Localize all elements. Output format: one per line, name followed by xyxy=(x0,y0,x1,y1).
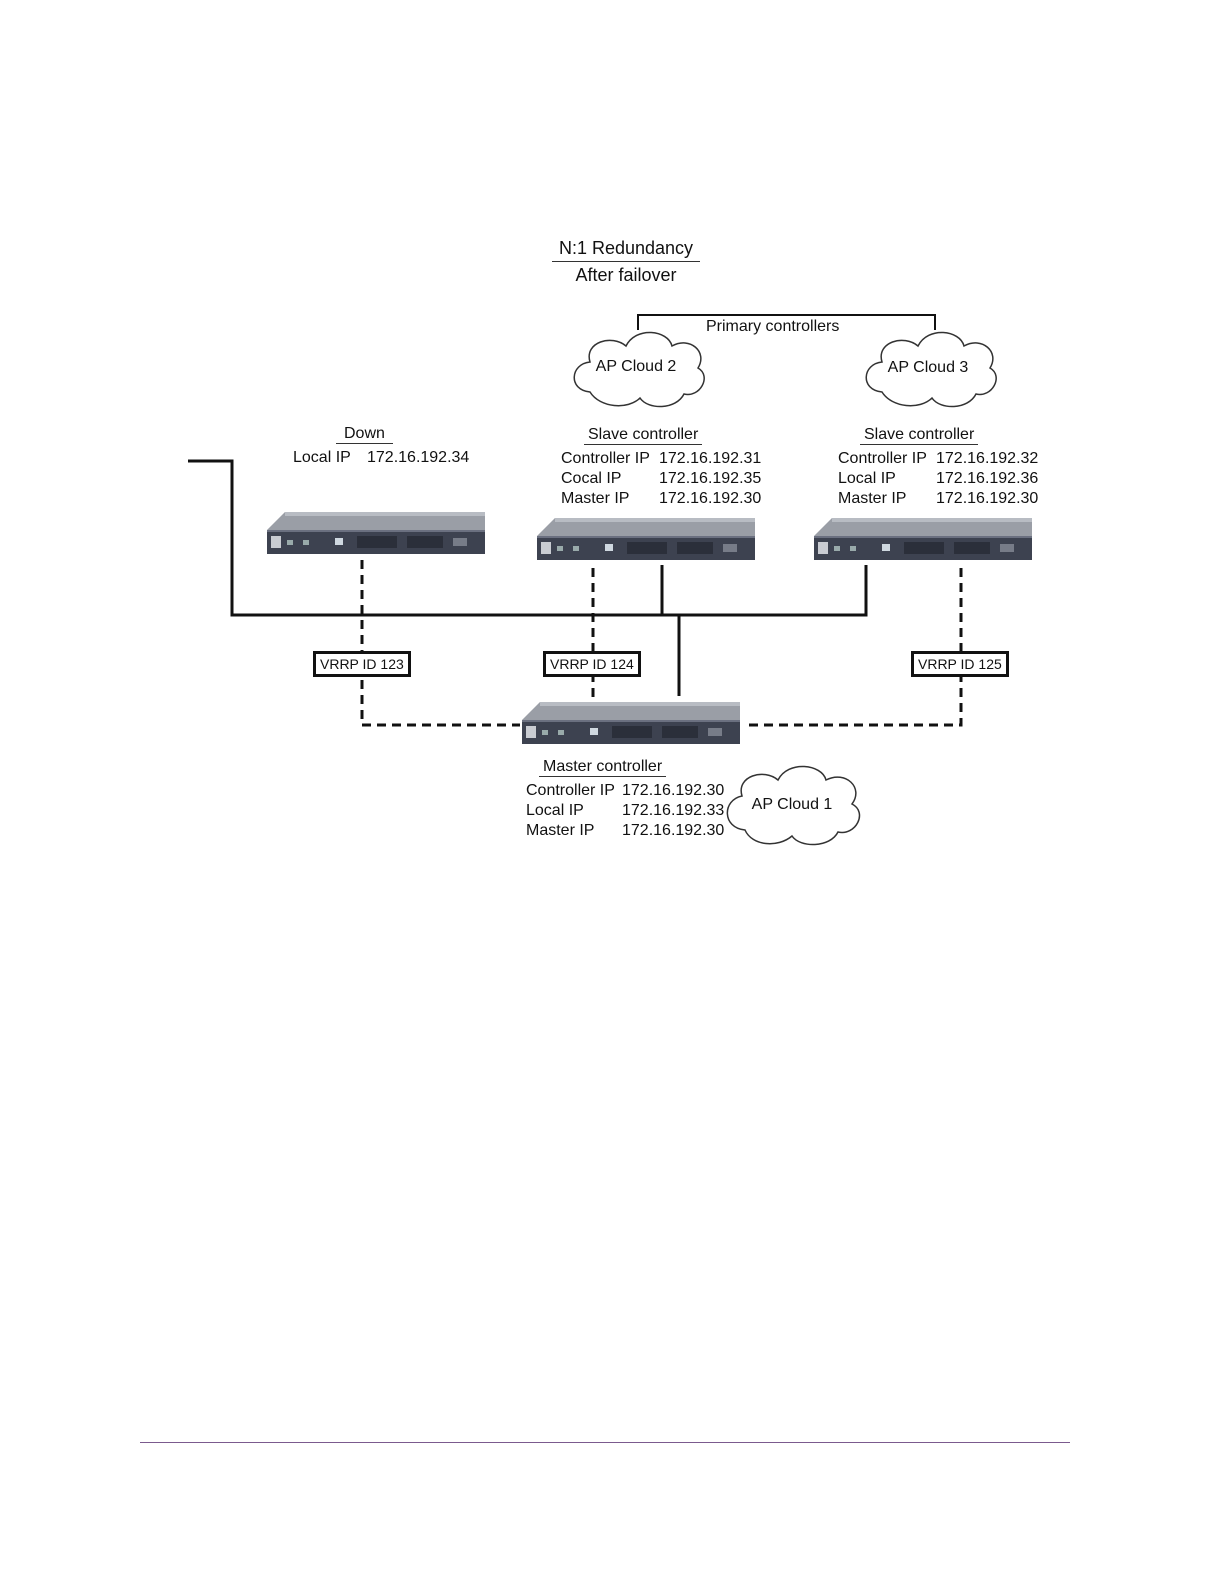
slave1-master-ip-value: 172.16.192.30 xyxy=(659,490,762,507)
slave2-controller-ip-label: Controller IP xyxy=(838,450,927,467)
slave1-controller-ip-value: 172.16.192.31 xyxy=(659,450,762,467)
slave-controller-1-info: Controller IP 172.16.192.31 Cocal IP 172.1… xyxy=(561,449,771,509)
primary-controllers-bracket xyxy=(637,314,936,330)
vrrp-link-125 xyxy=(745,568,963,727)
master-controller-ip-value: 172.16.192.30 xyxy=(622,782,725,799)
slave1-local-ip-value: 172.16.192.35 xyxy=(659,470,762,487)
main-network-link xyxy=(188,459,868,617)
down-local-ip-label: Local IP xyxy=(293,449,351,466)
ap-cloud-2-label: AP Cloud 2 xyxy=(595,358,677,375)
down-controller-device xyxy=(267,512,485,554)
slave-controller-2-heading: Slave controller xyxy=(860,426,979,445)
slave2-controller-ip-value: 172.16.192.32 xyxy=(936,450,1039,467)
slave2-local-ip-value: 172.16.192.36 xyxy=(936,470,1039,487)
ap-cloud-2-shape xyxy=(573,331,705,408)
vrrp-link-123 xyxy=(360,560,520,727)
slave-controller-1-heading: Slave controller xyxy=(584,426,703,445)
master-local-ip-value: 172.16.192.33 xyxy=(622,802,725,819)
slave2-master-ip-label: Master IP xyxy=(838,490,907,507)
master-controller-info: Controller IP 172.16.192.30 Local IP 172.1… xyxy=(526,781,731,841)
down-local-ip-value: 172.16.192.34 xyxy=(367,449,470,466)
slave1-controller-ip-label: Controller IP xyxy=(561,450,650,467)
diagram-title: N:1 Redundancy xyxy=(552,238,700,262)
slave1-local-ip-label: Cocal IP xyxy=(561,470,622,487)
down-info: Local IP 172.16.192.34 xyxy=(293,448,483,468)
slave1-master-ip-label: Master IP xyxy=(561,490,630,507)
ap-cloud-3-label: AP Cloud 3 xyxy=(887,359,969,376)
slave-controller-2-device xyxy=(814,518,1032,560)
master-master-ip-label: Master IP xyxy=(526,822,595,839)
vrrp-id-124-box: VRRP ID 124 xyxy=(543,651,641,677)
slave2-master-ip-value: 172.16.192.30 xyxy=(936,490,1039,507)
vrrp-id-125-box: VRRP ID 125 xyxy=(911,651,1009,677)
cloud-shapes xyxy=(573,331,997,846)
diagram-subtitle: After failover xyxy=(575,265,677,285)
ap-cloud-1-shape xyxy=(726,765,861,846)
master-local-ip-label: Local IP xyxy=(526,802,584,819)
primary-controllers-label: Primary controllers xyxy=(706,318,840,335)
ap-cloud-1-label: AP Cloud 1 xyxy=(751,796,833,813)
slave-controller-2-info: Controller IP 172.16.192.32 Local IP 172.1… xyxy=(838,449,1048,509)
slave-controller-1-device xyxy=(537,518,755,560)
master-master-ip-value: 172.16.192.30 xyxy=(622,822,725,839)
vrrp-id-123-box: VRRP ID 123 xyxy=(313,651,411,677)
ap-cloud-3-shape xyxy=(865,331,997,408)
master-controller-device xyxy=(522,702,740,744)
footer-divider xyxy=(140,1442,1070,1443)
solid-links xyxy=(188,314,936,696)
master-controller-heading: Master controller xyxy=(539,758,667,777)
vrrp-links xyxy=(360,560,963,727)
down-heading: Down xyxy=(336,425,393,444)
master-controller-ip-label: Controller IP xyxy=(526,782,615,799)
slave2-local-ip-label: Local IP xyxy=(838,470,896,487)
